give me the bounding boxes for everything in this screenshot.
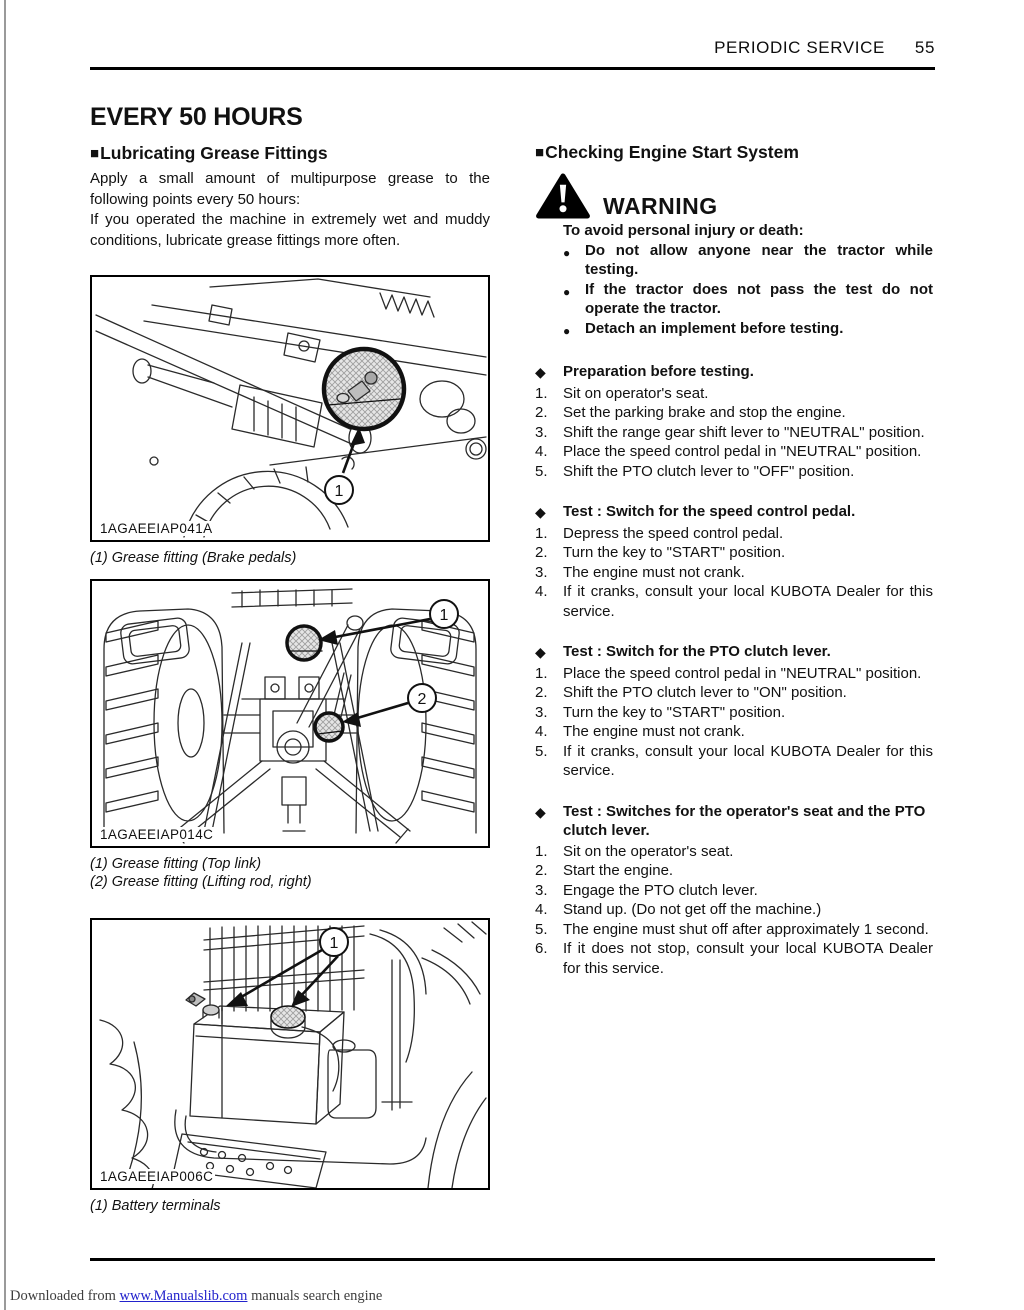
warning-bullet-item: ● Do not allow anyone near the tractor w… [563,241,933,279]
scan-edge-line [4,0,6,1310]
figure-captions: (1) Grease fitting (Top link) (2) Grease … [90,855,490,891]
footer-suffix: manuals search engine [251,1288,383,1304]
procedure-block-seat-pto-test: ◆ Test : Switches for the operator's sea… [535,802,937,979]
section-title: EVERY 50 HOURS [90,103,303,131]
figure-caption: (1) Battery terminals [90,1198,221,1214]
intro-paragraph-2: If you operated the machine in extremely… [90,211,490,249]
procedure-steps: Sit on the operator's seat. Start the eng… [535,842,937,979]
subsection-title-lubricating: ■ Lubricating Grease Fittings [90,143,328,163]
step-item: Sit on operator's seat. [563,384,709,402]
grease-fitting-lifting-rod [313,711,345,743]
battery-terminal-right [270,1005,306,1039]
grease-fitting-top-link [285,624,323,662]
step-item: Shift the PTO clutch lever to "ON" posit… [563,684,847,701]
procedure-block-speed-pedal-test: ◆ Test : Switch for the speed control pe… [535,502,937,621]
step-item: If it does not stop, consult your local … [563,940,933,977]
figure-caption: (2) Grease fitting (Lifting rod, right) [90,874,312,890]
step-item: Engage the PTO clutch lever. [563,881,758,899]
page-number: 55 [914,38,935,57]
step-item: If it cranks, consult your local KUBOTA … [563,583,933,620]
step-item: Place the speed control pedal in "NEUTRA… [563,443,922,460]
header-rule [90,67,935,70]
warning-bullet-item: ● Detach an implement before testing. [563,319,937,342]
left-column: EVERY 50 HOURS ■ Lubricating Grease Fitt… [90,104,490,1215]
warning-bullet-item: ● If the tractor does not pass the test … [563,280,933,318]
procedure-steps: Place the speed control pedal in "NEUTRA… [535,664,937,781]
diamond-icon: ◆ [535,504,546,520]
step-item: The engine must not crank. [563,563,745,581]
tractor-underside-illustration: 1 [95,278,487,538]
warning-header: WARNING [535,172,937,219]
step-item: The engine must shut off after approxima… [563,920,929,938]
procedure-steps: Sit on operator's seat. Set the parking b… [535,384,937,482]
diamond-icon: ◆ [535,364,546,380]
right-column: ■ Checking Engine Start System WARNING T… [535,142,937,978]
figure-brake-pedal-grease-fitting: 1 1AGAEEIAP041A [90,275,490,542]
step-item: Turn the key to "START" position. [563,703,786,721]
callout-2: 2 [342,683,437,727]
step-item: Place the speed control pedal in "NEUTRA… [563,664,922,682]
intro-paragraph-1: Apply a small amount of multipurpose gre… [90,170,490,208]
grease-fitting-highlight [321,346,407,432]
tractor-rear-illustration: 1 2 [103,588,477,844]
diamond-icon: ◆ [535,644,546,660]
subsection-title-checking: ■ Checking Engine Start System [535,142,799,162]
figure-captions: (1) Grease fitting (Brake pedals) [90,549,490,567]
figure-code: 1AGAEEIAP014C [98,827,216,842]
warning-bullet-list: ● Do not allow anyone near the tractor w… [535,241,937,342]
callout-1: 1 [324,427,365,505]
warning-intro: To avoid personal injury or death: [563,222,804,239]
black-square-icon: ■ [535,144,545,161]
bottom-rule [90,1258,935,1261]
step-item: Turn the key to "START" position. [563,544,786,561]
battery-terminal-left [185,992,220,1019]
header-title: PERIODIC SERVICE [714,38,885,57]
svg-text:1: 1 [440,607,449,624]
figure-caption: (1) Grease fitting (Top link) [90,856,262,872]
procedure-block-pto-lever-test: ◆ Test : Switch for the PTO clutch lever… [535,642,937,781]
battery-illustration: 1 [99,921,487,1188]
step-item: If it cranks, consult your local KUBOTA … [563,742,933,780]
procedure-heading: ◆ Test : Switches for the operator's sea… [535,802,926,840]
figure-rear-grease-fittings: 1 2 1AGAEEIAP014C [90,579,490,848]
step-item: Set the parking brake and stop the engin… [563,404,846,421]
callout-1: 1 [318,599,459,645]
black-square-icon: ■ [90,145,100,162]
step-item: Sit on the operator's seat. [563,842,734,860]
step-item: Shift the PTO clutch lever to "OFF" posi… [563,462,855,480]
step-item: Stand up. (Do not get off the machine.) [563,901,822,918]
diamond-icon: ◆ [535,803,546,820]
callout-1: 1 [226,927,349,1007]
procedure-heading: ◆ Test : Switch for the PTO clutch lever… [535,642,937,663]
figure-caption: (1) Grease fitting (Brake pedals) [90,550,297,566]
figure-battery-terminals: 1 1AGAEEIAP006C [90,918,490,1190]
procedure-heading: ◆ Test : Switch for the speed control pe… [535,502,937,523]
figure-code: 1AGAEEIAP006C [98,1169,216,1184]
procedure-steps: Depress the speed control pedal. Turn the… [535,524,937,622]
warning-triangle-icon [536,173,590,219]
step-item: Shift the range gear shift lever to "NEU… [563,423,925,441]
page-header: PERIODIC SERVICE 55 [90,38,935,58]
procedure-block-preparation: ◆ Preparation before testing. Sit on ope… [535,362,937,481]
warning-label: WARNING [603,193,718,219]
procedure-heading: ◆ Preparation before testing. [535,362,937,383]
bullet-icon: ● [563,245,571,260]
step-item: The engine must not crank. [563,723,745,740]
svg-text:1: 1 [335,483,344,500]
footer: Downloaded from www.Manualslib.com manua… [10,1288,382,1305]
figure-code: 1AGAEEIAP041A [98,521,215,536]
bullet-icon: ● [563,323,571,338]
svg-text:1: 1 [330,935,339,952]
svg-text:2: 2 [418,691,427,708]
bullet-icon: ● [563,284,571,299]
step-item: Start the engine. [563,862,674,879]
step-item: Depress the speed control pedal. [563,524,784,542]
figure-captions: (1) Battery terminals [90,1197,490,1215]
footer-prefix: Downloaded from [10,1288,116,1304]
footer-link[interactable]: www.Manualslib.com [119,1288,248,1304]
